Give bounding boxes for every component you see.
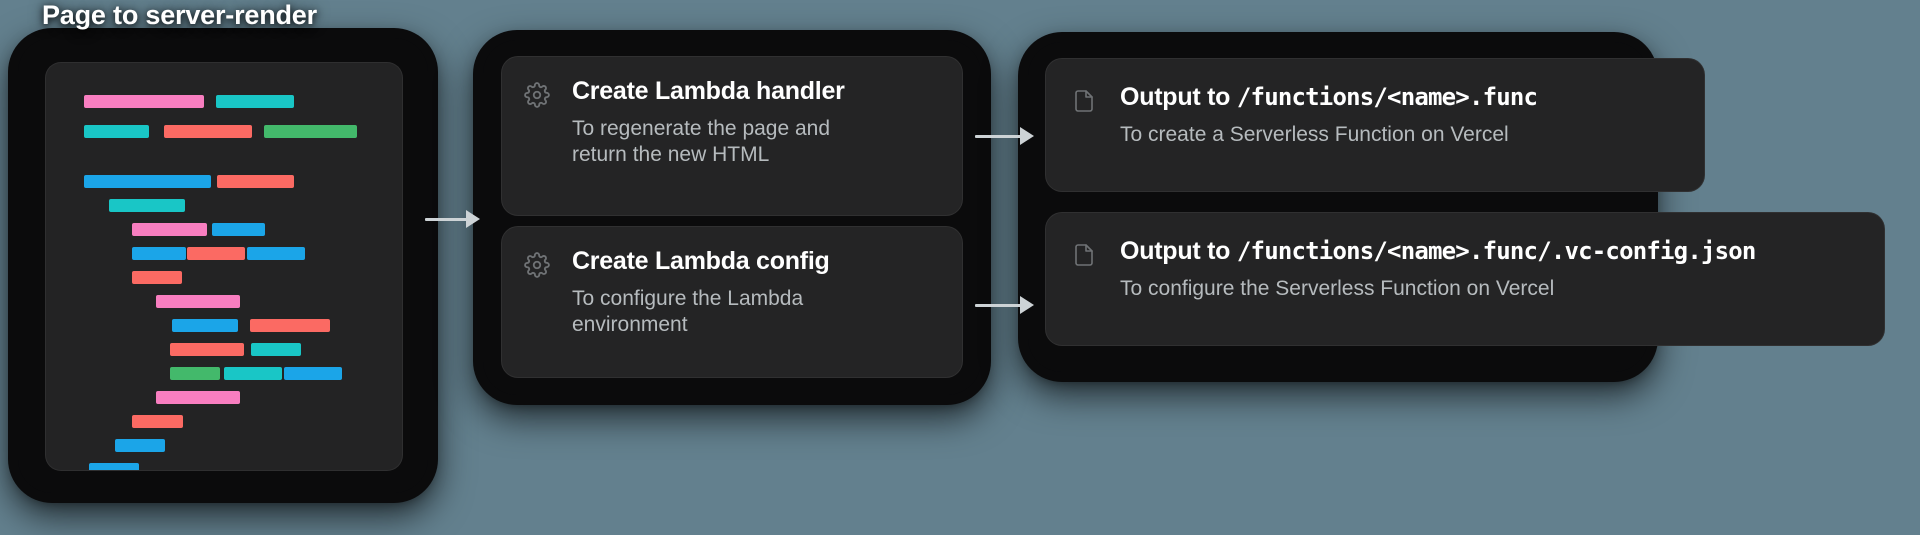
file-icon [1072,88,1096,119]
code-token [284,367,342,380]
code-token [132,223,207,236]
code-token [264,125,357,138]
card-subtitle: To configure the Lambda environment [572,286,804,337]
code-token [172,319,238,332]
code-token [250,319,330,332]
code-token [84,95,204,108]
code-token [109,199,185,212]
card-subtitle: To create a Serverless Function on Verce… [1120,122,1509,146]
card-text: Create Lambda config To configure the La… [572,247,862,339]
card-title-path: /functions/<name>.func [1236,83,1538,111]
page-title: Page to server-render [42,0,317,30]
card-title-path: /functions/<name>.func/.vc-config.json [1236,237,1756,265]
arrow-head [1020,127,1034,145]
code-token [170,367,220,380]
code-token [212,223,265,236]
arrow-shaft [975,303,1021,307]
arrow-handler-to-output [975,127,1034,145]
arrow-head [466,210,480,228]
card-content: Output to /functions/<name>.func To crea… [1046,59,1704,148]
code-token [132,271,182,284]
code-token [132,415,183,428]
code-token [132,247,186,260]
code-token [224,367,282,380]
card-title: Output to /functions/<name>.func/.vc-con… [1120,237,1756,267]
card-content: Create Lambda config To configure the La… [502,227,962,339]
arrow-page-to-lambda [425,210,480,228]
code-token [115,439,165,452]
card-title: Create Lambda config [572,247,830,275]
card-content: Output to /functions/<name>.func/.vc-con… [1046,213,1884,302]
card-subtitle: To regenerate the page and return the ne… [572,116,831,167]
lambda-steps-group: Create Lambda handler To regenerate the … [483,40,981,395]
code-token [217,175,294,188]
code-token [156,295,240,308]
card-output-function[interactable]: Output to /functions/<name>.func To crea… [1045,58,1705,192]
code-token [247,247,305,260]
code-token [156,391,240,404]
gear-icon [524,252,550,283]
card-title: Output to /functions/<name>.func [1120,83,1538,113]
arrow-shaft [975,134,1021,138]
code-token [84,175,211,188]
card-output-vc-config[interactable]: Output to /functions/<name>.func/.vc-con… [1045,212,1885,346]
card-create-lambda-handler[interactable]: Create Lambda handler To regenerate the … [501,56,963,216]
outputs-group: Output to /functions/<name>.func To crea… [1028,42,1885,372]
file-icon [1072,242,1096,273]
card-title: Create Lambda handler [572,77,845,105]
code-token [216,95,294,108]
card-title-prefix: Output to [1120,83,1237,111]
arrow-head [1020,296,1034,314]
card-create-lambda-config[interactable]: Create Lambda config To configure the La… [501,226,963,378]
page-to-server-render-group [18,38,428,493]
card-subtitle: To configure the Serverless Function on … [1120,276,1555,300]
code-token [89,463,139,470]
code-token [164,125,252,138]
code-token [187,247,245,260]
card-text: Output to /functions/<name>.func To crea… [1120,83,1538,148]
code-token [170,343,244,356]
arrow-config-to-output [975,296,1034,314]
syntax-highlighted-code-block [45,62,403,471]
arrow-shaft [425,217,467,221]
card-text: Create Lambda handler To regenerate the … [572,77,872,169]
code-token [251,343,301,356]
card-title-prefix: Output to [1120,237,1237,265]
gear-icon [524,82,550,113]
code-token [84,125,149,138]
card-text: Output to /functions/<name>.func/.vc-con… [1120,237,1756,302]
card-content: Create Lambda handler To regenerate the … [502,57,962,169]
